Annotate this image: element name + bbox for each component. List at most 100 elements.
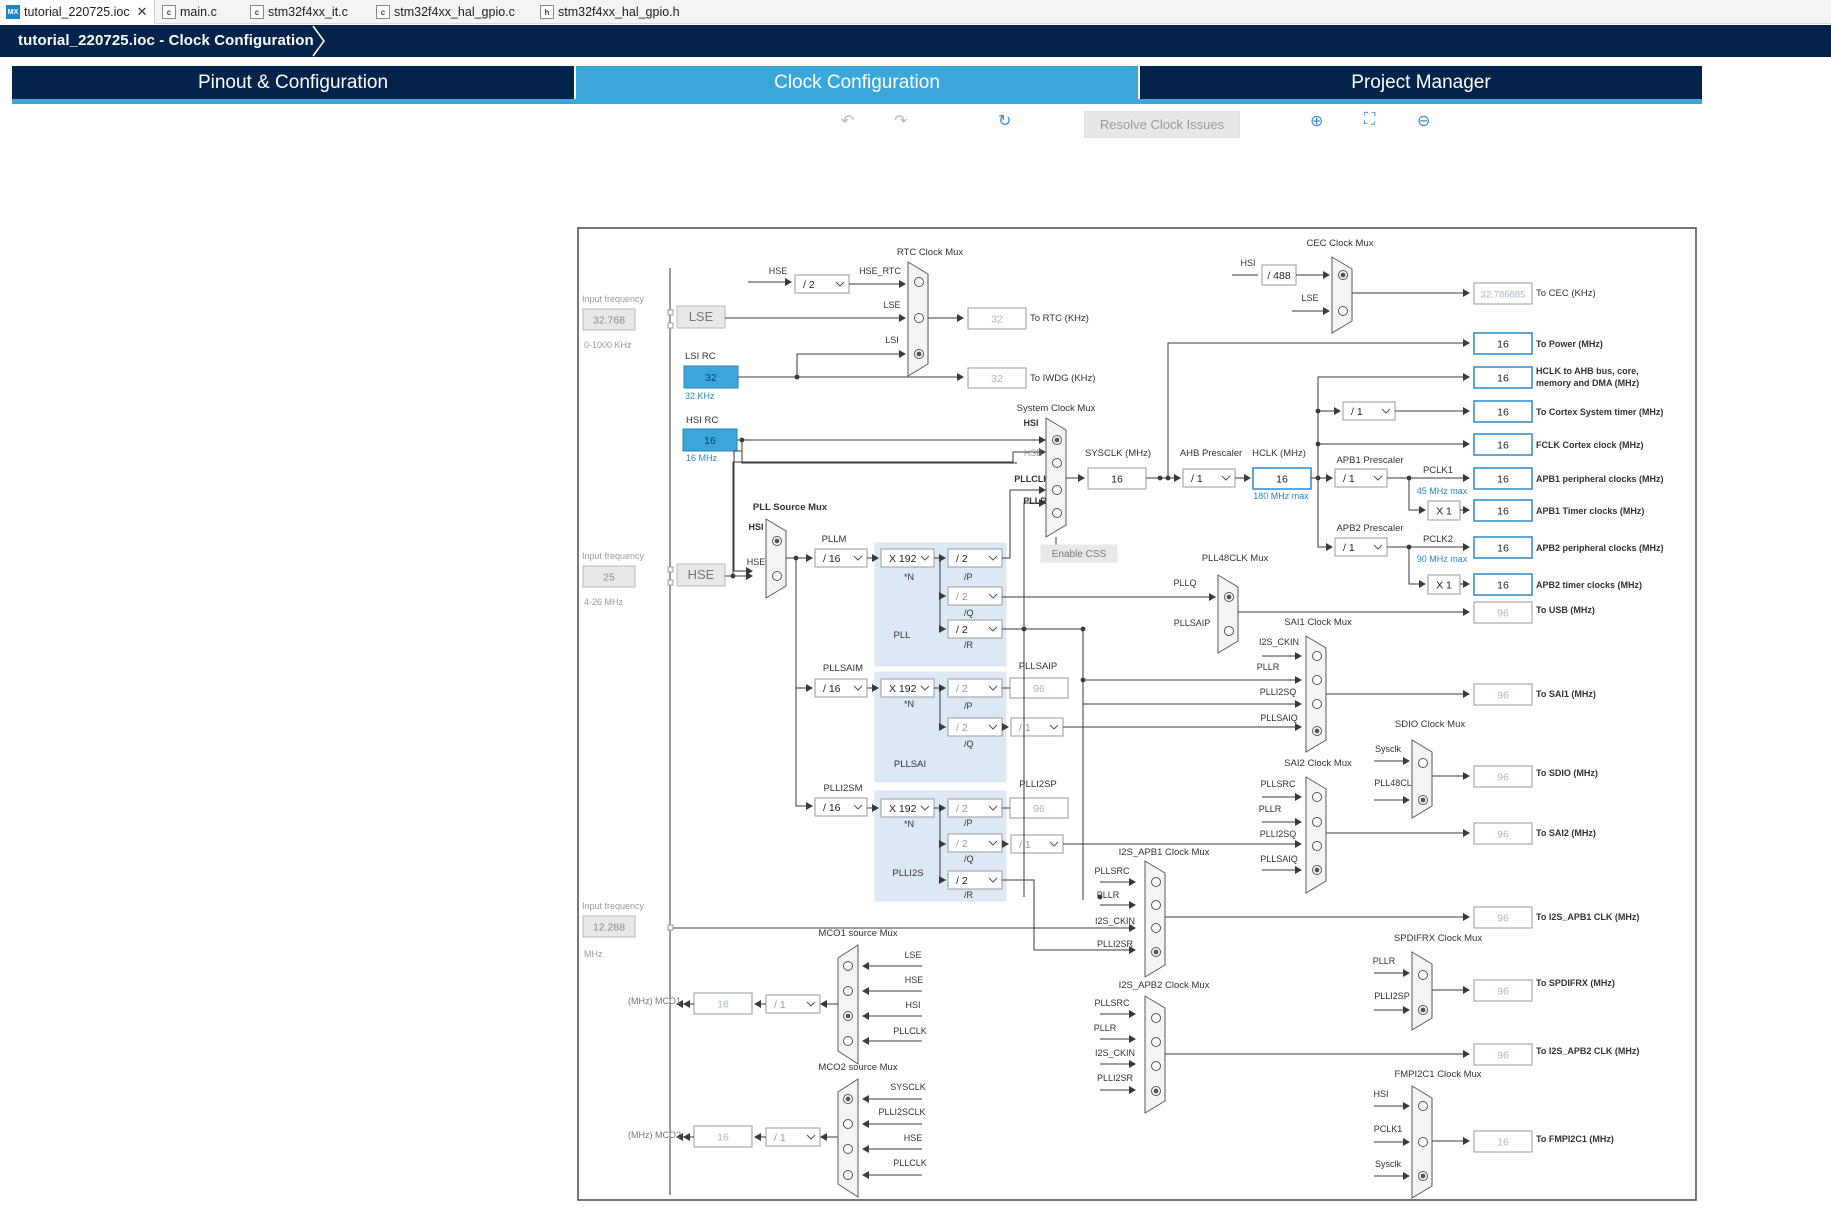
- reset-icon[interactable]: ↻: [998, 113, 1012, 130]
- editor-tab-main-c[interactable]: c main.c: [156, 0, 223, 24]
- mux-radio[interactable]: [1151, 1013, 1161, 1023]
- i2s-ckin-input-frequency[interactable]: [582, 915, 636, 938]
- diagram-label: PLLR: [1257, 662, 1280, 672]
- tab-pinout-configuration[interactable]: Pinout & Configuration: [12, 66, 574, 99]
- enable-css-button[interactable]: [1040, 544, 1118, 563]
- zoom-out-icon[interactable]: ⊖: [1417, 113, 1431, 130]
- pllq-dropdown[interactable]: [947, 586, 1003, 606]
- chevron-down-icon: [1049, 724, 1059, 730]
- diagram-label: LSI: [885, 335, 899, 345]
- diagram-label: PLLR: [1094, 1023, 1117, 1033]
- mux-radio[interactable]: [772, 571, 782, 581]
- diagram-label: APB2 timer clocks (MHz): [1536, 580, 1642, 590]
- diagram-label: FCLK Cortex clock (MHz): [1536, 440, 1644, 450]
- output-value-box-text: 16: [1497, 543, 1509, 555]
- chevron-down-icon: [853, 555, 863, 561]
- plli2sm-dropdown[interactable]: [814, 797, 868, 817]
- i2s-apb2-output-box-text: 96: [1497, 1050, 1509, 1062]
- arrow-head: [939, 554, 946, 562]
- arrow-head: [746, 572, 753, 580]
- close-icon[interactable]: ✕: [136, 4, 148, 19]
- pllsaim-dropdown-value: / 16: [823, 683, 841, 695]
- redo-icon[interactable]: ↷: [894, 113, 908, 130]
- mux-radio[interactable]: [1151, 923, 1161, 933]
- diagram-label: I2S_CKIN: [1259, 637, 1299, 647]
- mux-radio[interactable]: [1151, 1061, 1161, 1071]
- arrow-head: [1419, 580, 1426, 588]
- arrow-head: [1129, 1035, 1136, 1043]
- arrow-head: [1295, 723, 1302, 731]
- ahb-prescaler-dropdown-value: / 1: [1191, 473, 1203, 485]
- pin-square: [667, 566, 674, 573]
- lse-input-frequency[interactable]: [582, 308, 636, 331]
- mux-radio[interactable]: [1418, 758, 1428, 768]
- hse-input-frequency[interactable]: [582, 565, 636, 588]
- arrow-head: [1334, 407, 1341, 415]
- mux-radio[interactable]: [1052, 508, 1062, 518]
- mux-radio[interactable]: [1312, 817, 1322, 827]
- mux-radio[interactable]: [1418, 1101, 1428, 1111]
- diagram-label: PLLSAIP: [1019, 661, 1058, 672]
- mux-radio[interactable]: [1312, 675, 1322, 685]
- mux-radio[interactable]: [843, 1119, 853, 1129]
- mux-radio[interactable]: [1418, 970, 1428, 980]
- mco2-source-mux: [837, 1078, 859, 1198]
- mux-radio[interactable]: [1312, 841, 1322, 851]
- mux-radio[interactable]: [1052, 458, 1062, 468]
- diagram-label: PCLK1: [1423, 465, 1453, 476]
- mux-radio[interactable]: [1338, 306, 1348, 316]
- spdifrx-clock-mux: [1411, 951, 1433, 1031]
- diagram-label: To SAI1 (MHz): [1536, 689, 1596, 699]
- breadcrumb-title[interactable]: tutorial_220725.ioc - Clock Configuratio…: [18, 32, 314, 49]
- mux-radio[interactable]: [1224, 626, 1234, 636]
- diagram-label: APB1 Timer clocks (MHz): [1536, 506, 1644, 516]
- mux-radio[interactable]: [843, 1144, 853, 1154]
- mux-radio[interactable]: [843, 961, 853, 971]
- undo-icon[interactable]: ↶: [841, 113, 855, 130]
- output-value-box-text: 16: [1497, 407, 1509, 419]
- wire: [733, 451, 1044, 463]
- tab-project-manager[interactable]: Project Manager: [1140, 66, 1702, 99]
- mux-radio[interactable]: [843, 1170, 853, 1180]
- mux-radio[interactable]: [1312, 651, 1322, 661]
- diagram-label: MCO1 source Mux: [818, 928, 897, 939]
- arrow-head: [1463, 440, 1470, 448]
- diagram-label: LSE: [1301, 293, 1318, 303]
- editor-tab-gpio-c[interactable]: c stm32f4xx_hal_gpio.c: [370, 0, 521, 24]
- arrow-head: [1403, 757, 1410, 765]
- diagram-label: To I2S_APB2 CLK (MHz): [1536, 1046, 1639, 1056]
- chevron-down-icon: [1373, 544, 1383, 550]
- tab-clock-configuration[interactable]: Clock Configuration: [576, 66, 1138, 99]
- diagram-label: /R: [964, 640, 974, 650]
- diagram-label: HSI: [1240, 258, 1255, 268]
- editor-tab-ioc[interactable]: MX tutorial_220725.ioc ✕: [0, 0, 155, 24]
- mux-radio[interactable]: [843, 1036, 853, 1046]
- mux-radio[interactable]: [1312, 699, 1322, 709]
- mux-radio[interactable]: [1151, 900, 1161, 910]
- zoom-in-icon[interactable]: ⊕: [1310, 113, 1324, 130]
- mux-radio[interactable]: [843, 986, 853, 996]
- mux-radio[interactable]: [1151, 1037, 1161, 1047]
- arrow-head: [939, 592, 946, 600]
- mux-radio[interactable]: [1052, 485, 1062, 495]
- output-value-box: [1473, 499, 1533, 522]
- mux-radio[interactable]: [914, 313, 924, 323]
- mux-radio[interactable]: [1312, 792, 1322, 802]
- fit-to-screen-icon[interactable]: ⛶: [1364, 111, 1376, 128]
- hse-block-text: HSE: [688, 567, 715, 582]
- mux-radio[interactable]: [914, 277, 924, 287]
- arrow-head: [1295, 840, 1302, 848]
- diagram-label: To RTC (KHz): [1030, 313, 1089, 324]
- lse-input-frequency-text: 32.768: [593, 315, 625, 327]
- lse-block-text: LSE: [689, 309, 714, 324]
- arrow-head: [939, 723, 946, 731]
- arrow-head: [1403, 796, 1410, 804]
- mux-radio[interactable]: [1151, 877, 1161, 887]
- editor-tab-it-c[interactable]: c stm32f4xx_it.c: [244, 0, 354, 24]
- mux-radio[interactable]: [1418, 1137, 1428, 1147]
- resolve-clock-issues-button[interactable]: Resolve Clock Issues: [1084, 111, 1240, 138]
- output-value-box: [1473, 400, 1533, 423]
- diagram-label: To USB (MHz): [1536, 605, 1595, 615]
- c-file-icon: c: [376, 5, 390, 19]
- editor-tab-gpio-h[interactable]: h stm32f4xx_hal_gpio.h: [534, 0, 686, 24]
